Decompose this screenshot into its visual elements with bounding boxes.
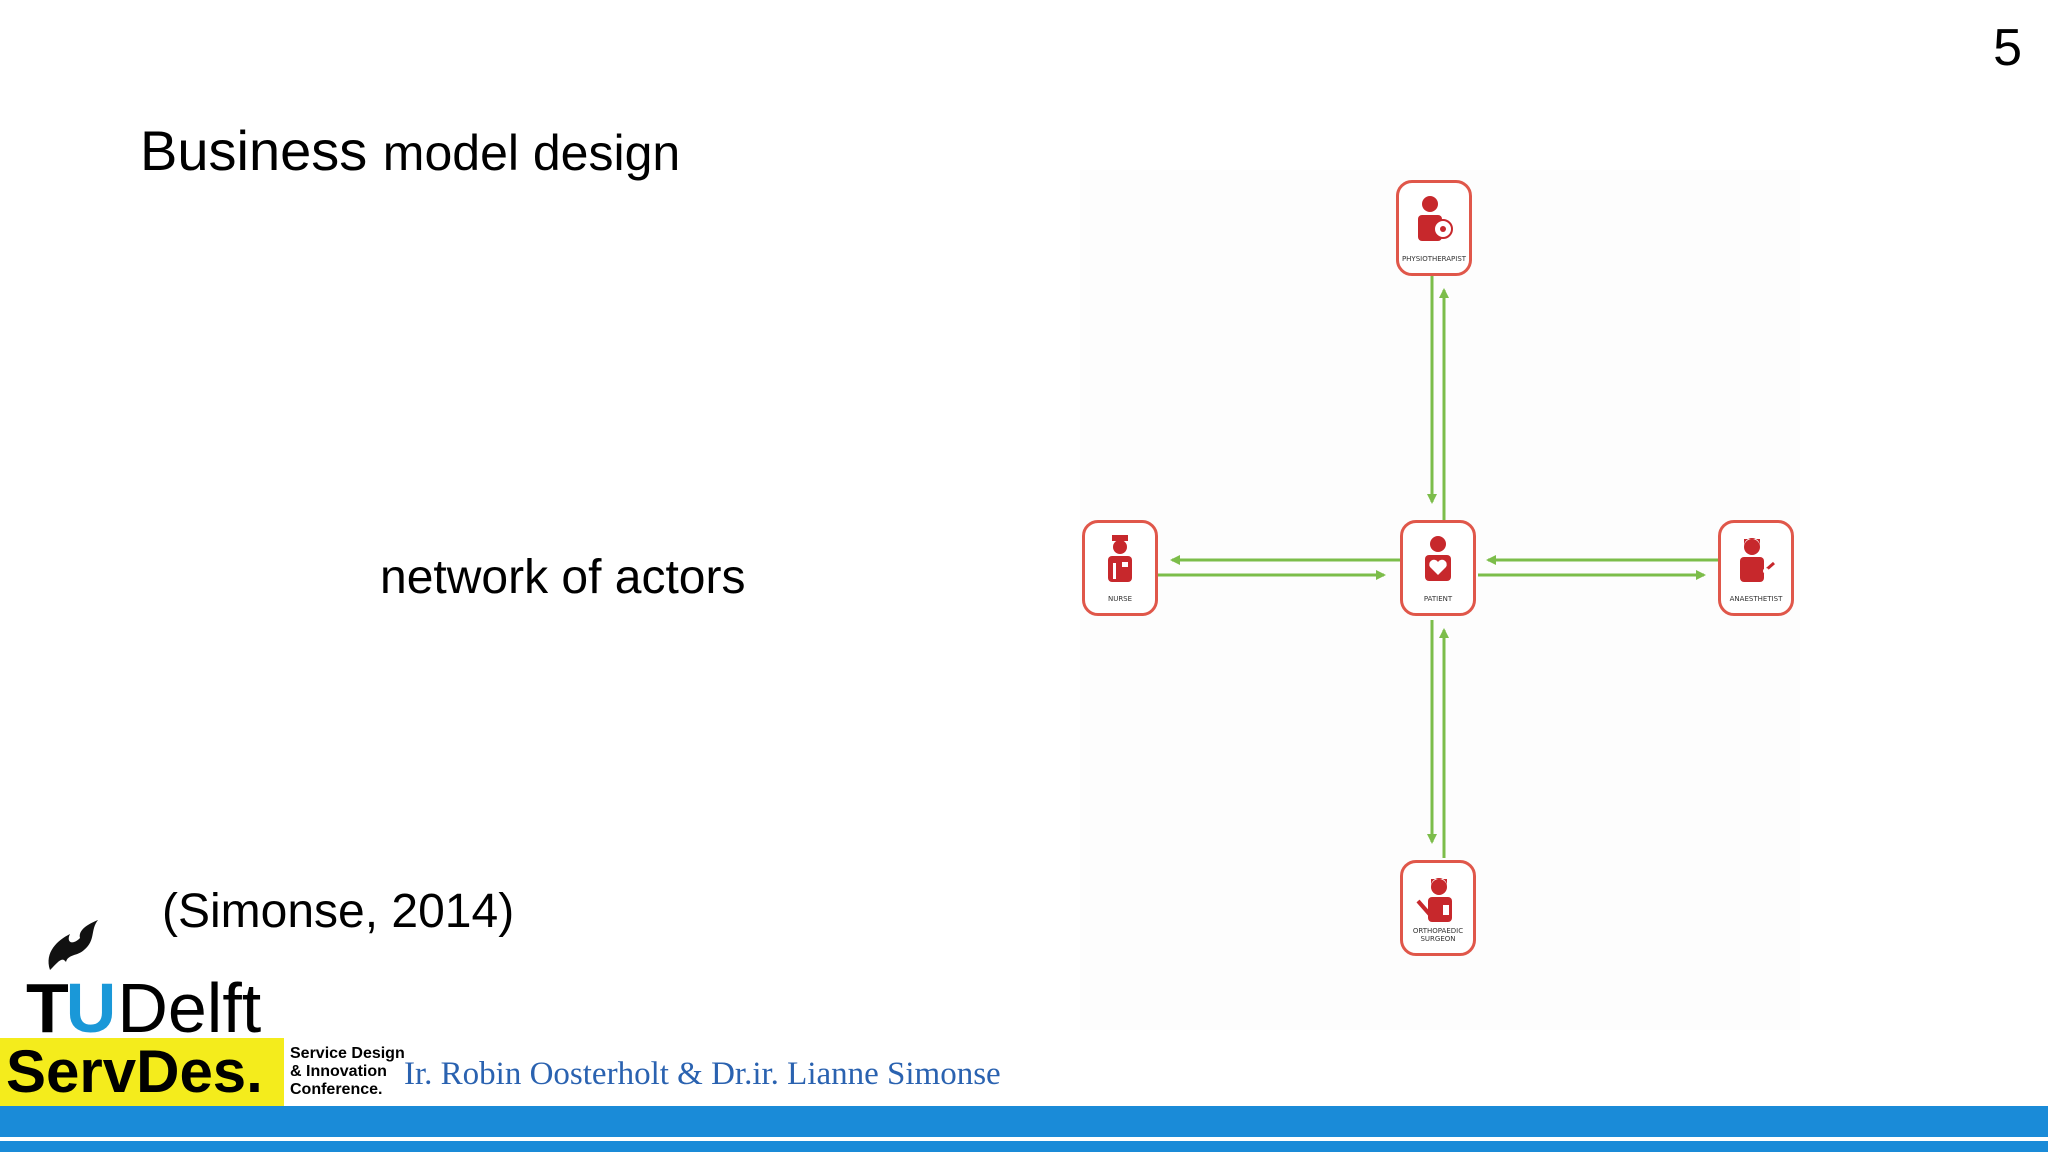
actor-label: NURSE (1107, 595, 1133, 603)
anaesthetist-icon (1740, 538, 1775, 582)
patient-icon (1425, 536, 1451, 581)
citation: (Simonse, 2014) (162, 885, 515, 938)
footer-bar-thin (0, 1141, 2048, 1152)
title-part1: Business (140, 119, 368, 182)
actor-label: PHYSIOTHERAPIST (1401, 255, 1467, 263)
tu-wordmark: TU (26, 969, 116, 1047)
flame-icon (48, 920, 98, 970)
title-part2: model design (382, 125, 681, 181)
slide-subtitle: network of actors (380, 551, 746, 604)
actor-label: PATIENT (1423, 595, 1453, 603)
actor-physiotherapist: PHYSIOTHERAPIST (1396, 180, 1472, 276)
actor-label: ORTHOPAEDIC SURGEON (1412, 927, 1464, 943)
slide-title: Business model design (140, 118, 680, 183)
actor-label: ANAESTHETIST (1729, 595, 1783, 603)
actor-anaesthetist: ANAESTHETIST (1718, 520, 1794, 616)
authors: Ir. Robin Oosterholt & Dr.ir. Lianne Sim… (404, 1056, 1001, 1092)
servdes-logo: ServDes. (0, 1038, 284, 1106)
delft-wordmark: Delft (117, 969, 262, 1047)
physiotherapist-icon (1418, 196, 1453, 241)
nurse-icon (1108, 535, 1132, 582)
footer-bar (0, 1106, 2048, 1137)
actor-orthopaedic-surgeon: ORTHOPAEDIC SURGEON (1400, 860, 1476, 956)
actor-patient: PATIENT (1400, 520, 1476, 616)
conference-name: Service Design & Innovation Conference. (290, 1045, 405, 1098)
slide-number: 5 (1993, 19, 2022, 77)
actor-network-diagram: PHYSIOTHERAPIST PATIENT NURSE ANAESTH (1080, 170, 1800, 1030)
actor-nurse: NURSE (1082, 520, 1158, 616)
orthopaedic-surgeon-icon (1416, 878, 1452, 922)
arrows (1158, 276, 1720, 858)
